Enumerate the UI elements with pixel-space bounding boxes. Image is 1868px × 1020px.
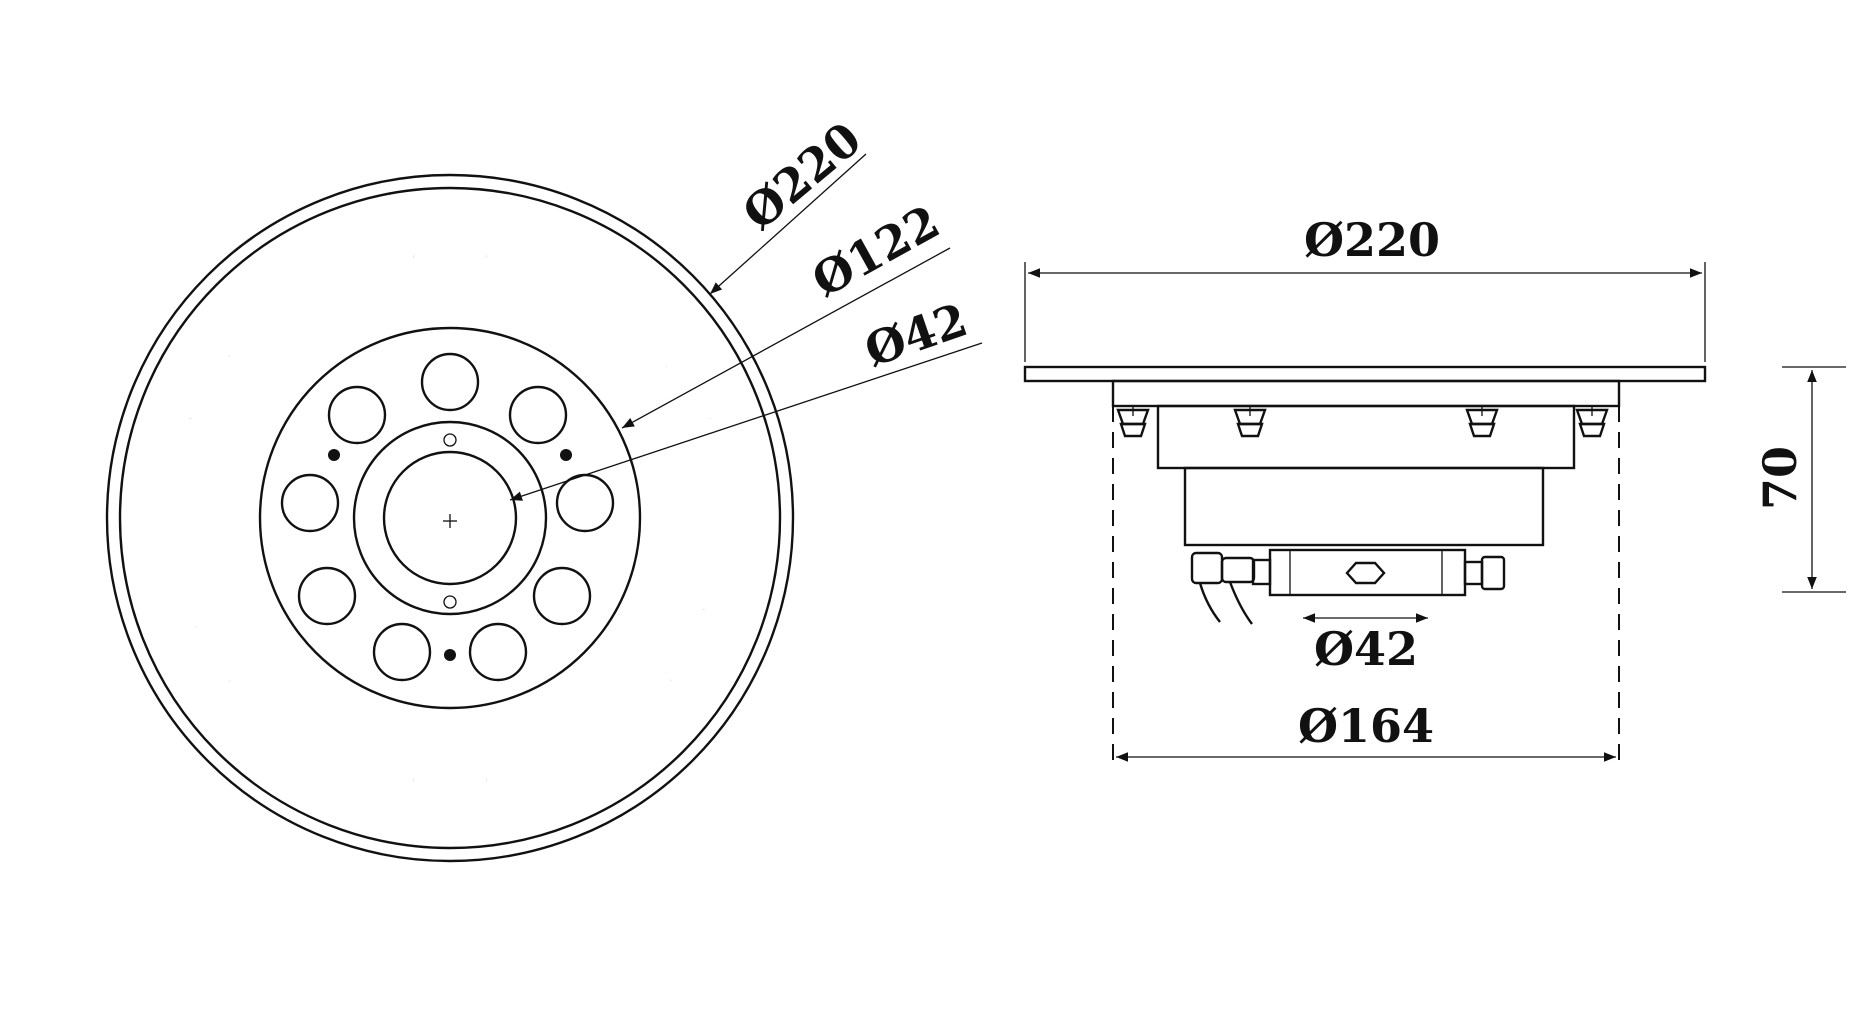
mounting-screws	[328, 433, 572, 661]
screw-dot	[328, 449, 340, 461]
slot	[485, 673, 681, 791]
leader-outer	[709, 153, 867, 295]
slot	[160, 414, 208, 632]
dim-height: 70	[1753, 446, 1807, 510]
small-hole	[443, 433, 457, 447]
bolt	[1465, 406, 1499, 438]
side-cap-right	[1480, 555, 1506, 591]
housing-bolts	[1116, 406, 1609, 438]
nozzle-circle	[382, 450, 518, 586]
slot	[484, 245, 676, 374]
cable	[1198, 582, 1221, 623]
side-connector-right	[1463, 560, 1484, 586]
dim-flange-width: Ø220	[1304, 213, 1440, 267]
cable	[1228, 581, 1253, 625]
dim-led-ring-diameter: Ø122	[803, 194, 948, 307]
small-hole	[443, 595, 457, 609]
outer-flange-circle	[105, 173, 795, 863]
upper-housing	[1156, 404, 1576, 470]
cable-gland	[1220, 556, 1256, 584]
leader-center	[509, 342, 983, 501]
led-ring-circle	[258, 326, 642, 710]
top-view: Ø220 Ø122 Ø42	[105, 112, 983, 863]
hex-nut	[1345, 561, 1386, 585]
screw-dot	[560, 449, 572, 461]
slot	[219, 245, 415, 363]
dim-outer-diameter: Ø220	[732, 112, 871, 241]
slot	[220, 673, 415, 791]
screw-dot	[444, 649, 456, 661]
lower-housing	[1183, 466, 1545, 547]
side-connector-left	[1251, 558, 1272, 586]
dim-body-width: Ø164	[1298, 699, 1434, 753]
hub-outer-circle	[352, 420, 548, 616]
nozzle-assembly	[1251, 548, 1506, 597]
dim-nozzle-width: Ø42	[1314, 622, 1418, 676]
side-view: Ø220 Ø164 Ø42 70	[1023, 213, 1846, 770]
led-lenses	[280, 352, 615, 682]
flange-slots	[160, 245, 737, 791]
bolt	[1116, 406, 1150, 438]
nozzle-body	[1268, 548, 1467, 597]
led-lens	[372, 622, 432, 682]
led-lens	[327, 385, 387, 445]
slot	[692, 414, 737, 614]
bolt	[1233, 406, 1267, 438]
led-lens	[508, 385, 568, 445]
led-lens	[532, 566, 592, 626]
led-lens	[468, 622, 528, 682]
led-lens	[555, 473, 615, 533]
inner-flange-circle	[118, 186, 782, 850]
leader-ring	[621, 247, 951, 429]
cable-gland	[1190, 551, 1224, 585]
led-lens	[280, 473, 340, 533]
flange-plate	[1023, 365, 1707, 383]
bolt	[1575, 406, 1609, 438]
led-lens	[297, 566, 357, 626]
cable-glands	[1190, 551, 1256, 625]
center-mark	[443, 514, 457, 528]
led-lens	[420, 352, 480, 412]
mount-plate	[1111, 379, 1621, 408]
